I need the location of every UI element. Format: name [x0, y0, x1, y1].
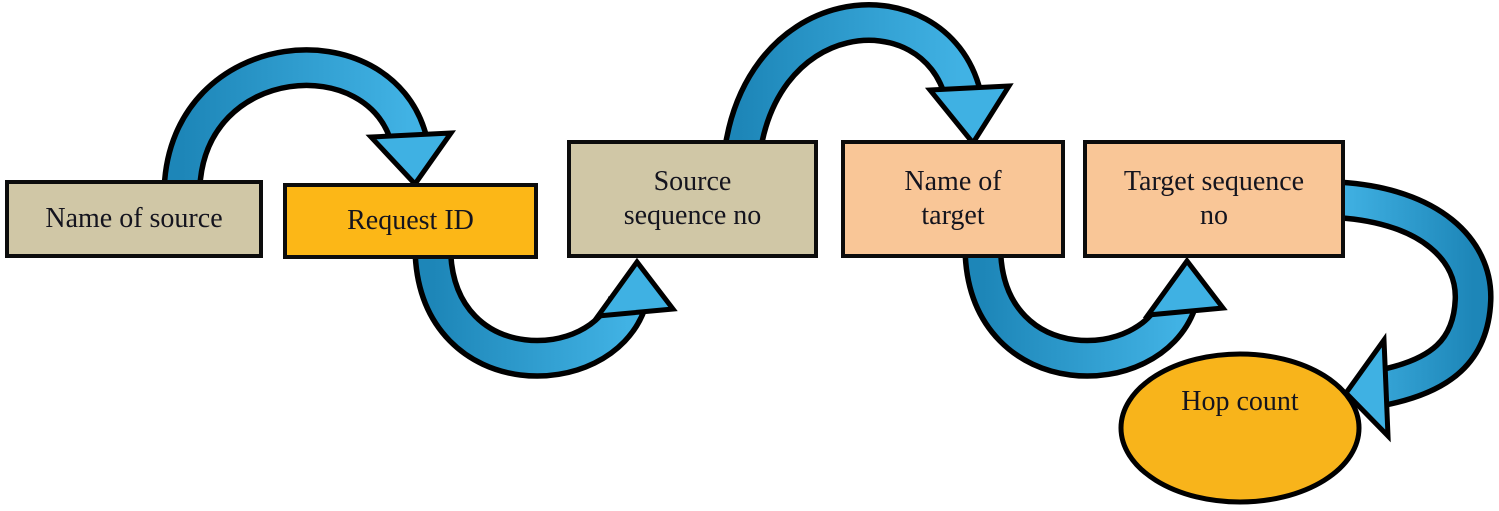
node-label: Request ID — [347, 204, 474, 236]
arrow-head-icon — [592, 257, 678, 320]
arrow-target-seq-to-hop-count — [1338, 179, 1494, 443]
node-label: Name of target — [904, 165, 1002, 231]
arrow-source-seq-to-target — [719, 2, 1014, 180]
node-hop-count: Hop count — [1130, 376, 1350, 428]
node-request-id: Request ID — [283, 183, 538, 259]
arrow-request-id-to-source-seq — [412, 252, 678, 379]
arrow-target-to-target-seq — [962, 252, 1228, 379]
node-source-sequence-no: Source sequence no — [567, 140, 818, 258]
arrow-head-icon — [924, 83, 1014, 148]
arrow-head-icon — [1142, 256, 1228, 319]
arrow-band — [167, 52, 424, 190]
node-name-of-source: Name of source — [5, 180, 263, 258]
node-label: Name of source — [45, 202, 223, 234]
node-hop-count-shape — [1118, 351, 1362, 505]
node-label: Target sequence no — [1123, 165, 1305, 231]
arrow-head-icon — [365, 130, 457, 188]
arrow-band — [1338, 185, 1489, 403]
arrow-band — [968, 253, 1193, 374]
node-name-of-target: Name of target — [841, 140, 1065, 258]
arrow-head-icon — [1342, 332, 1391, 443]
node-label: Hop count — [1181, 386, 1299, 417]
arrow-source-to-request-id — [161, 47, 457, 190]
arrow-band — [418, 253, 643, 374]
node-target-sequence-no: Target sequence no — [1083, 140, 1345, 258]
node-label: Source sequence no — [623, 165, 762, 231]
arrow-band — [725, 7, 978, 179]
